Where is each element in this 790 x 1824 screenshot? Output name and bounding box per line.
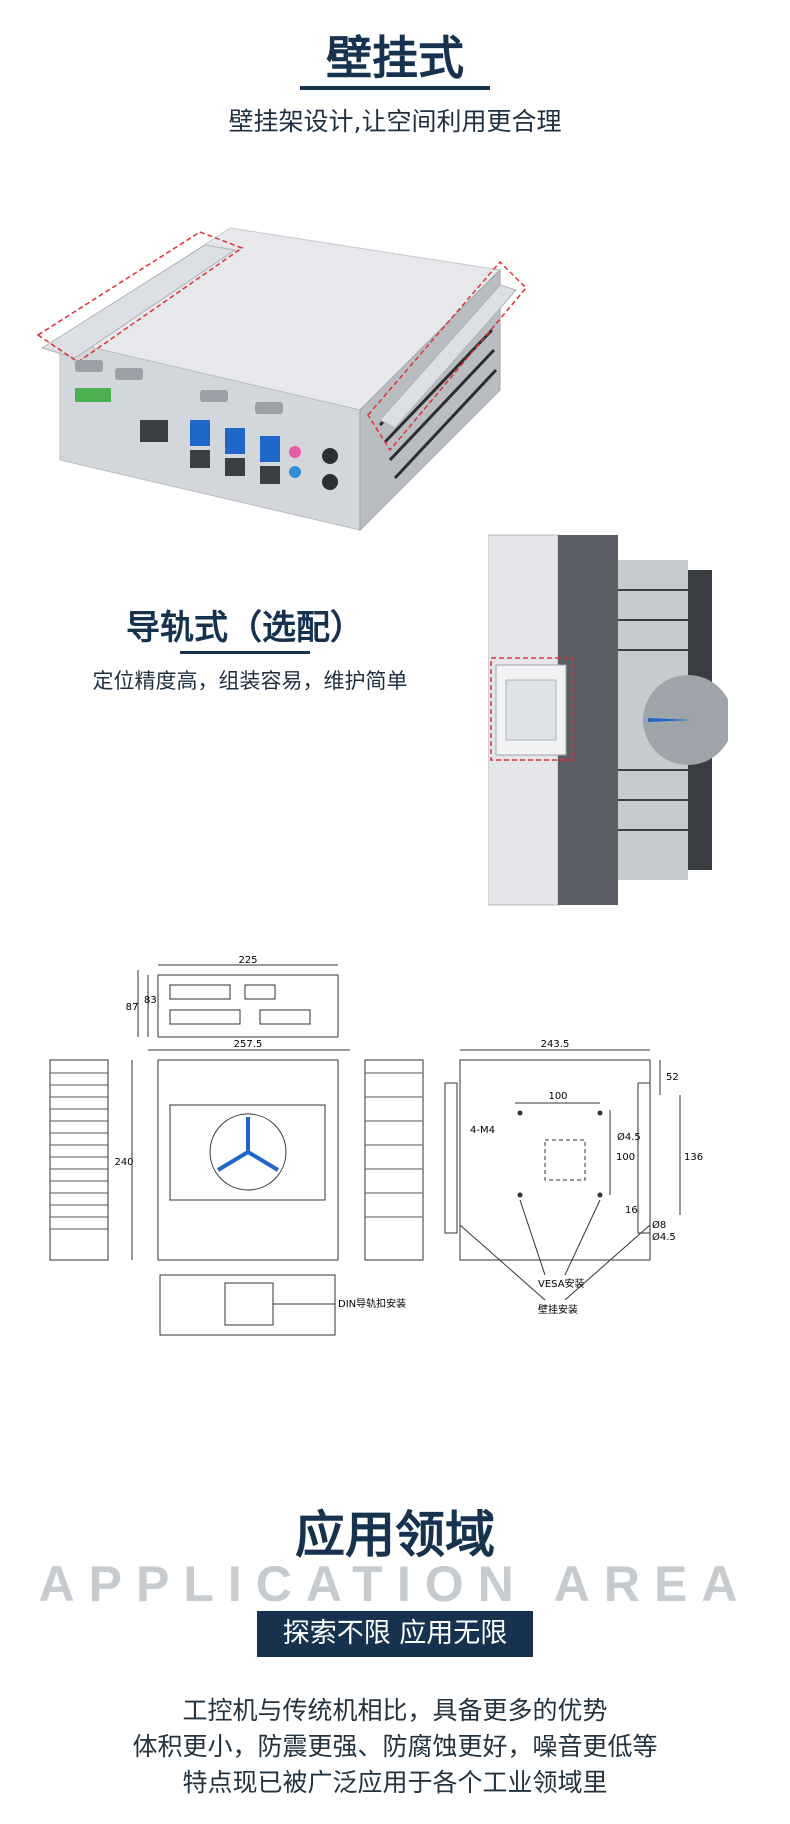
din-rail-title: 导轨式（选配） <box>126 608 364 648</box>
dim-100-v: 100 <box>616 1152 635 1163</box>
dim-87: 87 <box>126 1002 139 1013</box>
label-dia-4-5-b: Ø4.5 <box>652 1231 676 1243</box>
dim-243-5: 243.5 <box>541 1039 570 1050</box>
application-title-en: APPLICATION AREA <box>38 1556 752 1612</box>
application-line-1: 工控机与传统机相比，具备更多的优势 <box>182 1696 608 1725</box>
dim-83: 83 <box>144 995 157 1006</box>
dim-257-5: 257.5 <box>234 1039 263 1050</box>
application-title: 应用领域 <box>295 1505 495 1564</box>
label-din-mount: DIN导轨扣安装 <box>338 1297 406 1310</box>
label-4-m4: 4-M4 <box>470 1125 495 1136</box>
din-rail-product-image <box>488 534 728 906</box>
dim-16: 16 <box>625 1205 638 1216</box>
dimension-drawings: 225 87 83 257.5 240 243.5 100 100 52 136… <box>49 955 703 1336</box>
dim-240: 240 <box>114 1157 133 1168</box>
label-dia-8: Ø8 <box>652 1219 666 1231</box>
dim-136: 136 <box>684 1152 703 1163</box>
din-rail-title-underline <box>180 651 310 654</box>
wall-mount-product-image <box>36 227 528 532</box>
label-wall-mount: 壁挂安装 <box>538 1303 578 1316</box>
wall-mount-subtitle: 壁挂架设计,让空间利用更合理 <box>228 107 562 136</box>
dim-100-h: 100 <box>548 1091 567 1102</box>
wall-mount-title: 壁挂式 <box>326 31 464 85</box>
application-badge: 探索不限 应用无限 <box>257 1611 533 1657</box>
label-dia-4-5: Ø4.5 <box>617 1131 641 1143</box>
application-line-3: 特点现已被广泛应用于各个工业领域里 <box>182 1768 608 1797</box>
label-vesa-mount: VESA安装 <box>538 1277 585 1290</box>
din-rail-subtitle: 定位精度高，组装容易，维护简单 <box>92 669 408 693</box>
dim-225: 225 <box>238 955 257 966</box>
application-line-2: 体积更小，防震更强、防腐蚀更好，噪音更低等 <box>132 1732 658 1761</box>
wall-mount-title-underline <box>300 86 490 90</box>
dim-52: 52 <box>666 1072 679 1083</box>
